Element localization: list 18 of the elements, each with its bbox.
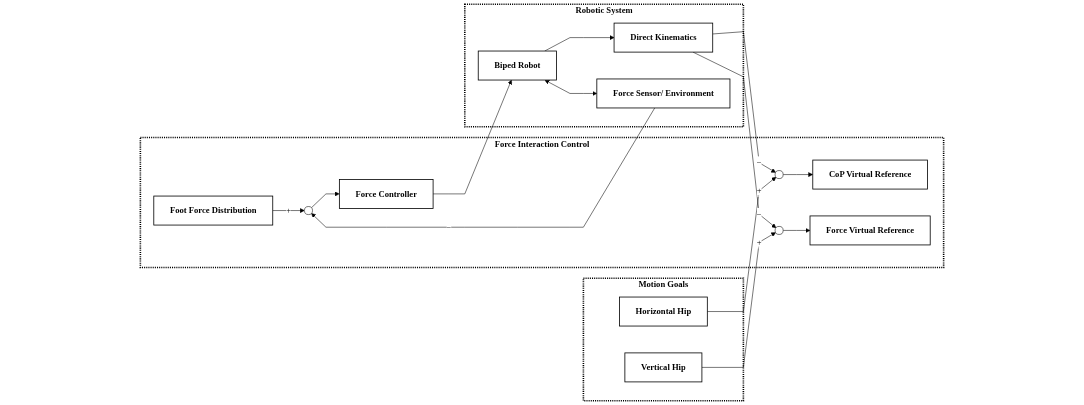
node-box: Force Virtual Reference [809,215,931,246]
edge-label: + [756,237,762,247]
node-circle [774,226,784,235]
node-box: Horizontal Hip [619,296,708,327]
node-box: Direct Kinematics [613,22,714,53]
edge-label: − [446,222,452,232]
node-box: Biped Robot [477,50,557,81]
node-box: Vertical Hip [624,352,703,383]
edge-label: + [756,185,762,195]
node-box: CoP Virtual Reference [812,159,928,190]
node-circle [304,206,313,215]
node-box: Force Sensor/ Environment [596,78,731,109]
edge-label: + [286,205,292,215]
edge-label: − [756,157,762,168]
node-box: Force Controller [338,179,434,209]
node-box: Foot Force Distribution [153,195,274,226]
edge-label: − [756,209,762,219]
node-circle [774,170,784,179]
